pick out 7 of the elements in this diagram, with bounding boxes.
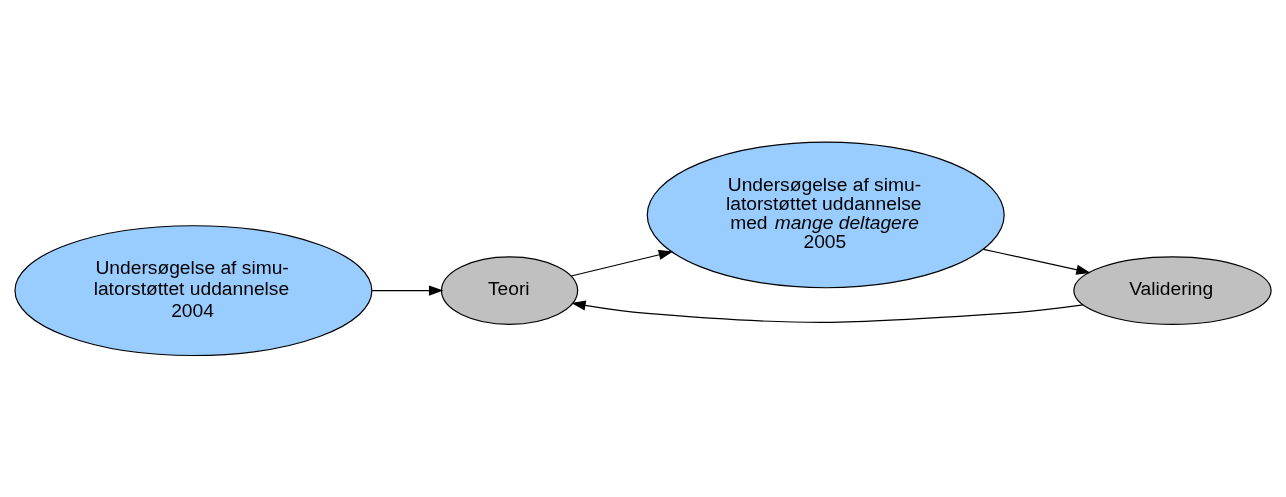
node-ellipse: Undersøgelse af simu- latorstøttet uddannelse med mange deltagere 2005 — [646, 141, 1005, 289]
node-ellipse: Teori — [440, 256, 579, 325]
arrow — [982, 248, 1091, 275]
arrow — [570, 249, 674, 277]
arrow — [371, 285, 444, 296]
node-ellipse: Undersøgelse af simu- latorstøttet uddannelse 2004 — [14, 225, 373, 357]
arrow — [571, 300, 1084, 323]
